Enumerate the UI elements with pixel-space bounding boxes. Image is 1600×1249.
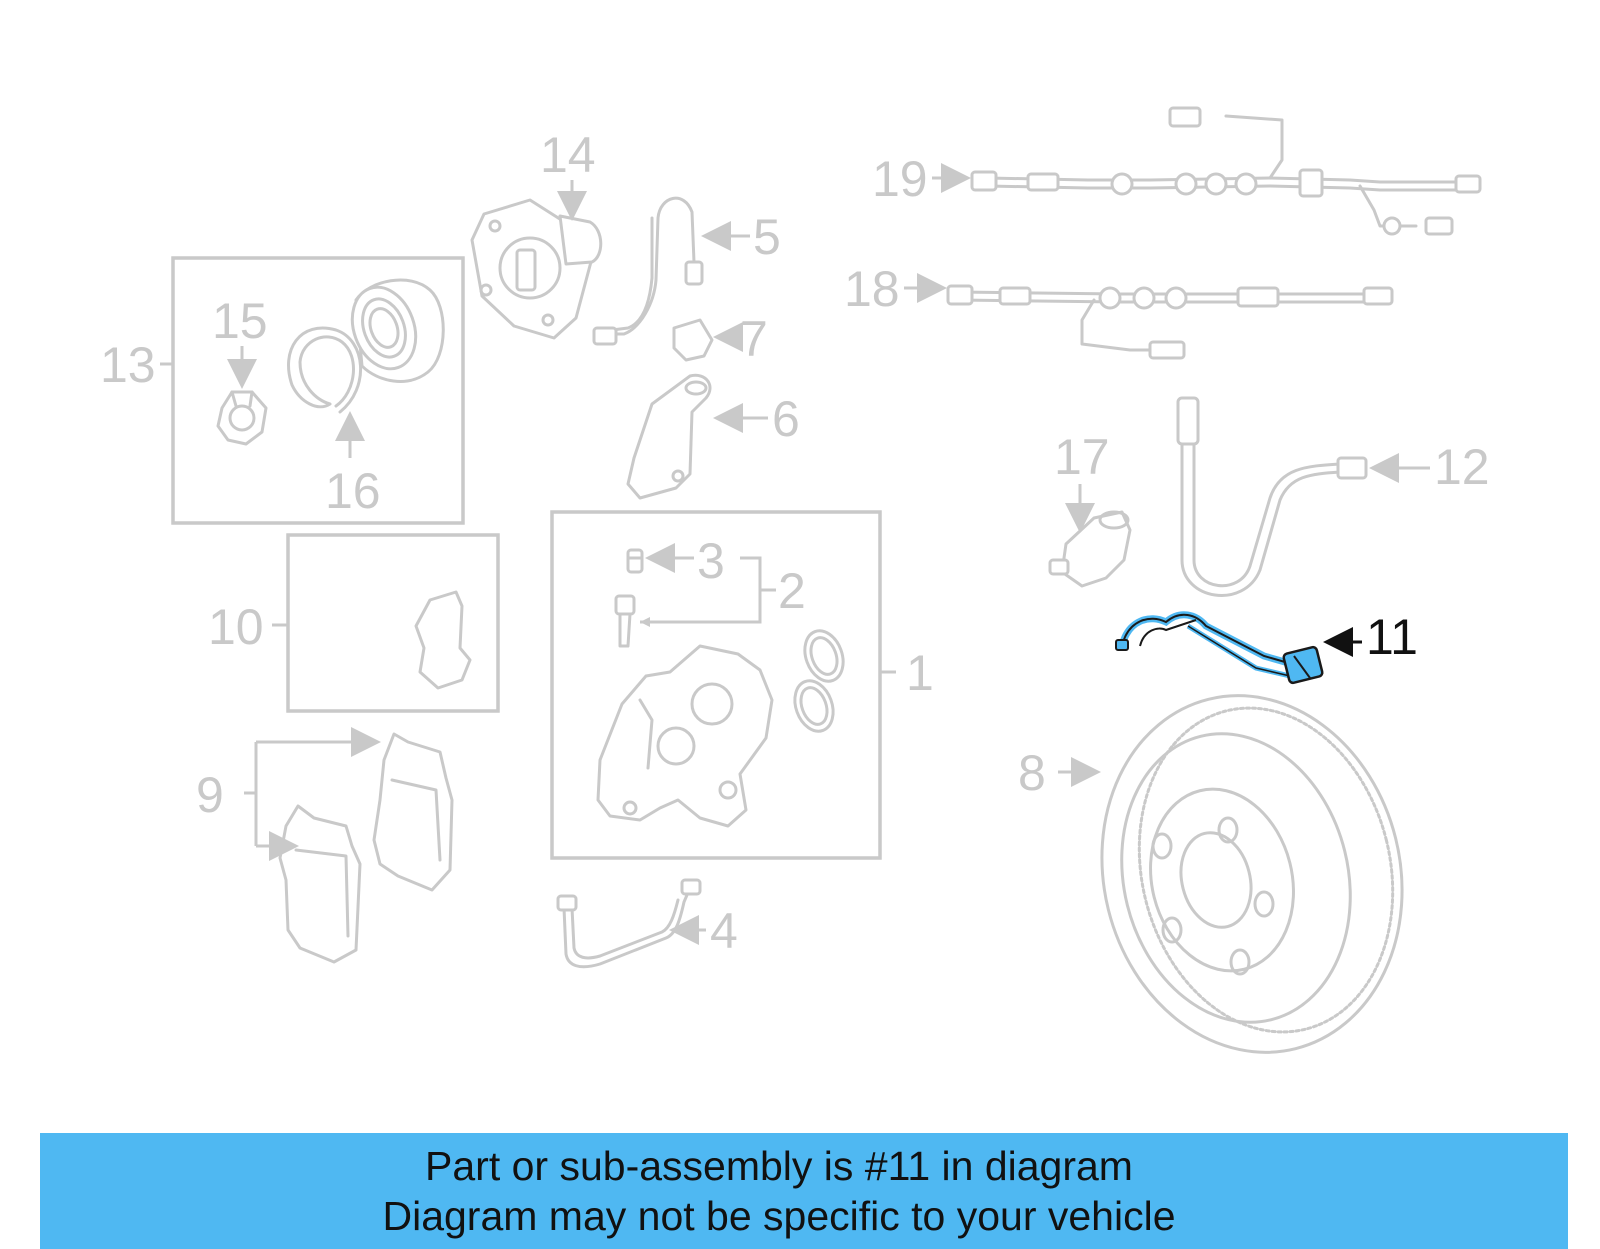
callout-8: 8 <box>1018 745 1046 801</box>
wheel-hub-part-14 <box>470 198 603 340</box>
bleeder-part-3 <box>626 548 644 574</box>
pad-pin <box>332 584 416 622</box>
hub-nut-part-15 <box>216 390 268 446</box>
callout-6: 6 <box>772 391 800 447</box>
callout-17: 17 <box>1054 429 1110 485</box>
brake-caliper <box>596 644 774 828</box>
pad-spring <box>414 590 472 690</box>
callout-13: 13 <box>100 337 156 393</box>
bearing-kit-box <box>171 256 465 525</box>
callout-11: 11 <box>1366 609 1418 665</box>
bracket-part-6 <box>626 373 712 500</box>
callout-19: 19 <box>872 151 928 207</box>
snap-ring-part-16 <box>287 326 363 414</box>
sensor-line-part-4 <box>556 878 702 969</box>
speed-sensor-part-17 <box>1048 510 1132 588</box>
callout-7: 7 <box>740 311 768 367</box>
brake-hose-part-12 <box>1176 396 1368 597</box>
callout-10: 10 <box>208 599 264 655</box>
callout-2: 2 <box>778 563 806 619</box>
clip-part-7 <box>672 318 714 362</box>
banner-line-disclaimer: Diagram may not be specific to your vehi… <box>382 1193 1176 1239</box>
callout-12: 12 <box>1434 439 1490 495</box>
speed-sensor-harness-part-11 <box>1115 611 1324 685</box>
callout-15: 15 <box>212 293 268 349</box>
callout-16: 16 <box>325 463 381 519</box>
callout-5: 5 <box>753 209 781 265</box>
wear-sensor-harness-part-19 <box>970 106 1482 236</box>
callout-14: 14 <box>540 127 596 183</box>
callout-4: 4 <box>710 903 738 959</box>
banner-line-part-number: Part or sub-assembly is #11 in diagram <box>425 1143 1133 1189</box>
callout-3: 3 <box>697 533 725 589</box>
callout-9: 9 <box>196 767 224 823</box>
callout-18: 18 <box>844 261 900 317</box>
info-banner: Part or sub-assembly is #11 in diagram D… <box>40 1133 1568 1249</box>
wheel-bearing <box>350 278 445 383</box>
callout-1: 1 <box>906 645 934 701</box>
caliper-bolt-part-2 <box>614 594 636 648</box>
brake-rotor-part-8 <box>1100 694 1404 1054</box>
piston-seals <box>793 629 845 733</box>
hardware-kit-box <box>286 533 500 713</box>
sensor-line-part-5 <box>592 196 704 346</box>
brake-pads-part-9 <box>278 732 454 964</box>
caliper-box <box>550 510 882 860</box>
wear-sensor-harness-part-18 <box>946 284 1394 360</box>
